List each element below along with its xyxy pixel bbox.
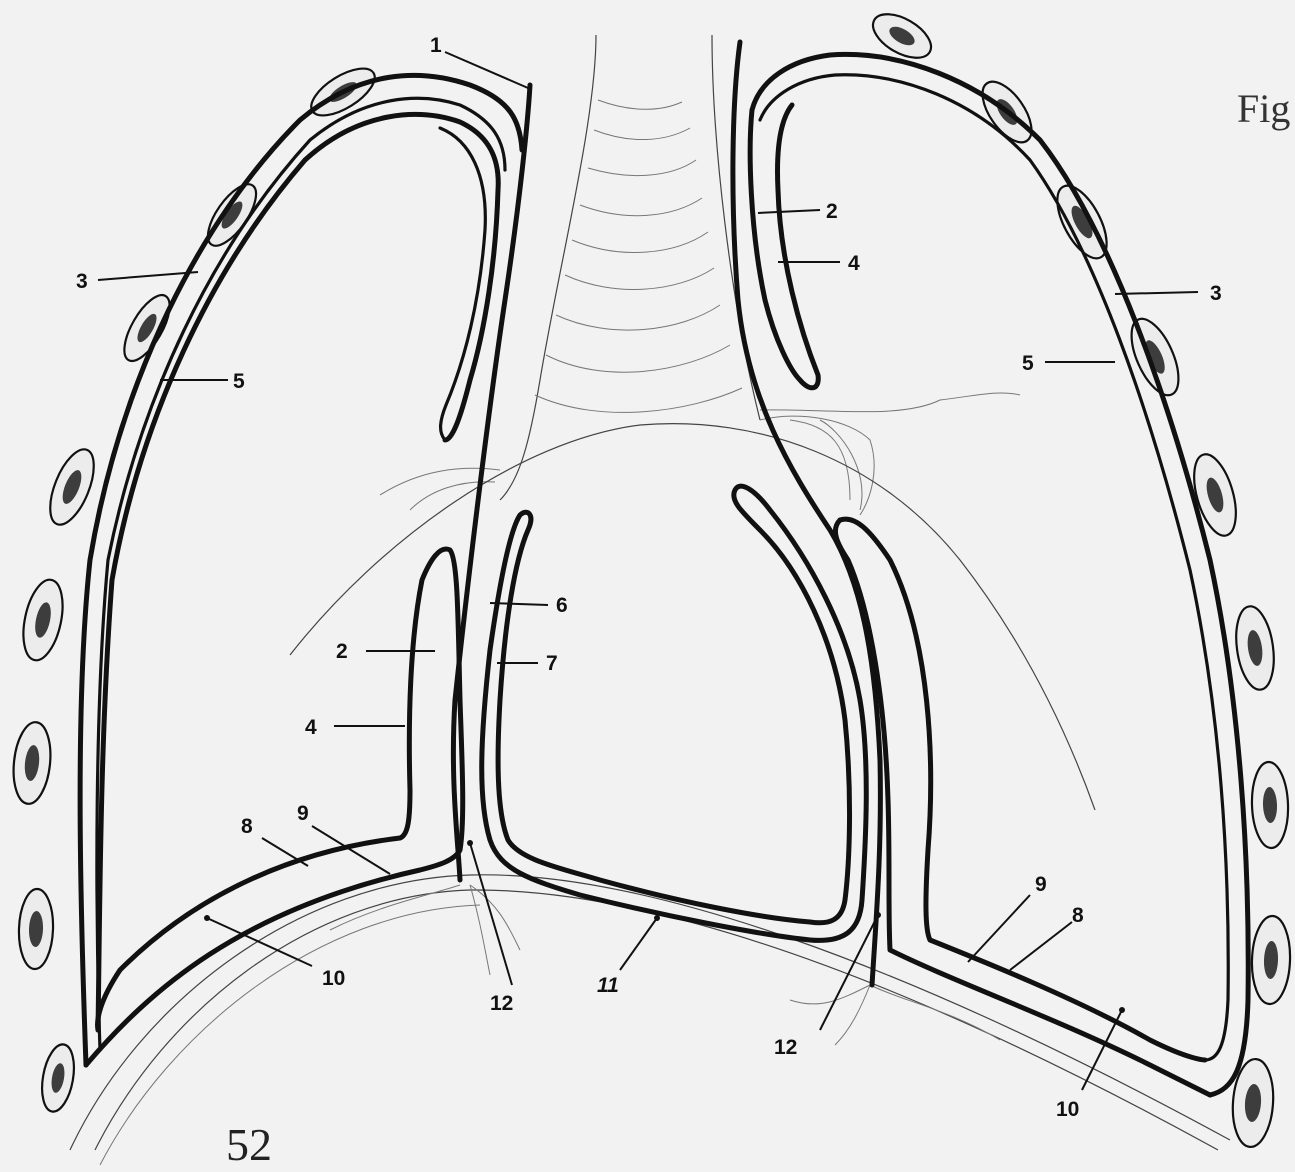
trachea-ring xyxy=(572,232,708,252)
leader-2b xyxy=(758,210,820,213)
page-number: 52 xyxy=(226,1119,272,1170)
pericardial-sac xyxy=(482,486,867,940)
right-mediastinal-pleura-outer xyxy=(733,42,880,985)
trachea-ring xyxy=(588,160,696,176)
leader-8b xyxy=(1010,922,1072,970)
bronchus-line xyxy=(410,482,495,510)
label-3-right: 3 xyxy=(1210,282,1222,305)
leader-dot xyxy=(204,915,210,921)
left-lower-pleura xyxy=(86,549,463,1065)
label-12-right: 12 xyxy=(774,1036,797,1059)
left-mediastinal-pleura-outer xyxy=(453,85,530,880)
label-8-right: 8 xyxy=(1072,904,1084,927)
rib-section xyxy=(10,720,54,805)
bronchus-line xyxy=(760,393,1020,412)
leader-11 xyxy=(620,918,657,970)
rib-section xyxy=(1231,604,1278,692)
label-2-right: 2 xyxy=(826,200,838,223)
label-5-right: 5 xyxy=(1022,352,1034,375)
rib-section xyxy=(37,1042,78,1114)
ribs xyxy=(10,5,1292,1148)
bronchus-line xyxy=(790,420,850,500)
ligament-strands xyxy=(790,985,1000,1045)
label-9-right: 9 xyxy=(1035,873,1047,896)
label-9-left: 9 xyxy=(297,802,309,825)
label-11: 11 xyxy=(597,974,619,997)
pericardium xyxy=(482,486,867,940)
leader-dot xyxy=(875,912,881,918)
trachea-ring xyxy=(546,345,730,372)
label-10-left: 10 xyxy=(322,967,345,990)
trachea-ring xyxy=(535,388,742,412)
label-1: 1 xyxy=(430,34,442,57)
label-8-left: 8 xyxy=(241,815,253,838)
rib-section xyxy=(1251,761,1290,848)
label-10-right: 10 xyxy=(1056,1098,1079,1121)
trachea-ring xyxy=(565,268,714,289)
left-pleura xyxy=(80,75,530,1065)
label-12-left: 12 xyxy=(490,992,513,1015)
leader-lines xyxy=(98,52,1198,1090)
corner-fig-text: Fig xyxy=(1237,86,1290,131)
rib-section xyxy=(1122,312,1188,402)
trachea-ring xyxy=(580,198,702,216)
right-visceral-pleura xyxy=(750,105,818,388)
label-6: 6 xyxy=(556,594,568,617)
rib-section xyxy=(17,576,69,664)
leader-3b xyxy=(1115,292,1198,294)
trachea-ring xyxy=(594,128,690,140)
diaphragm-arc xyxy=(100,905,480,1165)
rib-section xyxy=(18,888,55,969)
label-3-left: 3 xyxy=(76,270,88,293)
leader-dot xyxy=(654,915,660,921)
leader-dot xyxy=(1119,1007,1125,1013)
label-4-left: 4 xyxy=(305,716,317,739)
rib-section xyxy=(1250,915,1291,1004)
right-lower-pleura xyxy=(835,520,1210,1095)
label-2-left: 2 xyxy=(336,640,348,663)
leader-9a xyxy=(312,826,390,874)
leader-8a xyxy=(262,838,308,866)
trachea-ring xyxy=(598,100,682,109)
right-visceral-pleura-lower xyxy=(840,519,1205,1060)
rib-section xyxy=(41,444,102,531)
label-5-left: 5 xyxy=(233,370,245,393)
leader-dot xyxy=(467,840,473,846)
left-visceral-pleura-inner xyxy=(440,128,485,440)
leader-9b xyxy=(968,895,1030,962)
label-7: 7 xyxy=(546,652,558,675)
trachea-ring xyxy=(556,305,720,330)
trachea-left-wall xyxy=(500,35,596,500)
label-4-right: 4 xyxy=(848,252,860,275)
